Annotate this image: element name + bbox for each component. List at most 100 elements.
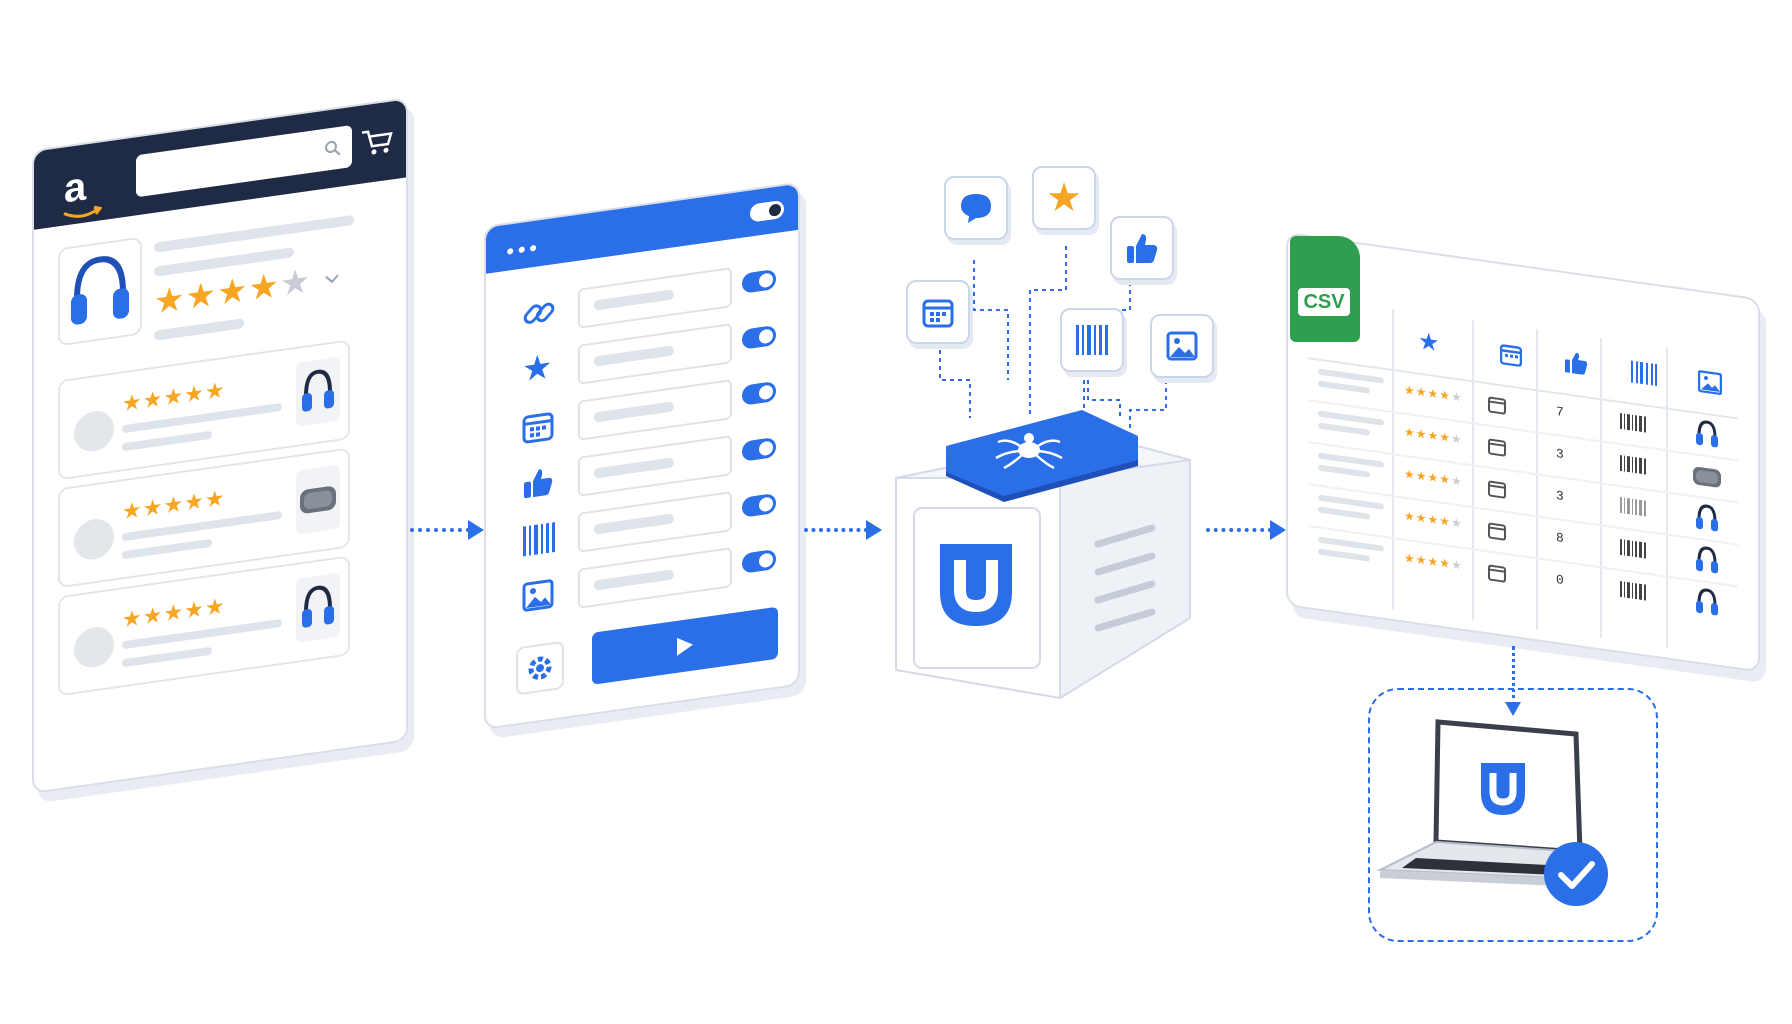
chat-tile — [944, 176, 1008, 240]
field-toggle[interactable] — [742, 268, 776, 294]
star-icon: ★ — [1418, 327, 1440, 358]
barcode-icon — [1620, 496, 1646, 517]
field-toggle[interactable] — [742, 492, 776, 518]
review-card[interactable]: ★★★★★ — [58, 339, 350, 481]
field-toggle[interactable] — [742, 324, 776, 350]
field-input[interactable] — [578, 379, 732, 441]
image-tile — [1150, 314, 1214, 378]
headphones-icon — [1696, 588, 1718, 616]
link-icon — [523, 302, 555, 324]
field-input[interactable] — [578, 267, 732, 329]
thumbs-up-icon — [1127, 234, 1158, 263]
table-row[interactable]: ★★★★★ 8 — [1308, 483, 1738, 588]
barcode-icon — [523, 522, 555, 557]
row-text-line — [1318, 464, 1370, 478]
review-card[interactable]: ★★★★★ — [58, 447, 350, 589]
barcode-icon — [1631, 360, 1657, 387]
chevron-down-icon[interactable] — [324, 273, 340, 285]
row-number: 3 — [1556, 487, 1564, 505]
review-rating-stars: ★★★★★ — [122, 376, 226, 417]
calendar-icon — [1488, 438, 1506, 457]
brand-logo: a — [64, 164, 87, 212]
spider-badge — [946, 410, 1138, 502]
speaker-icon — [300, 486, 336, 514]
row-text-line — [1318, 422, 1370, 436]
search-input[interactable] — [136, 125, 352, 198]
table-row[interactable]: ★★★★★ 3 — [1308, 399, 1738, 504]
review-thumbnail — [296, 572, 340, 643]
row-rating-stars: ★★★★★ — [1404, 424, 1463, 447]
settings-button[interactable] — [516, 640, 564, 696]
barcode-icon — [1620, 412, 1646, 433]
run-button[interactable] — [592, 606, 778, 685]
star-icon: ★ — [1046, 176, 1082, 220]
shield-u-icon — [940, 544, 1012, 626]
search-icon[interactable] — [324, 138, 342, 159]
calendar-icon — [1488, 396, 1506, 415]
image-icon — [1166, 331, 1198, 361]
avatar — [74, 624, 114, 671]
field-input[interactable] — [578, 323, 732, 385]
play-icon[interactable] — [675, 633, 695, 658]
calendar-icon — [922, 299, 954, 328]
calendar-icon — [1488, 522, 1506, 541]
field-input[interactable] — [578, 435, 732, 497]
chat-icon — [961, 194, 991, 223]
table-row[interactable]: ★★★★★ 7 — [1308, 357, 1738, 462]
cart-icon[interactable] — [360, 125, 394, 158]
laptop-icon — [1376, 719, 1607, 888]
selector-header: ●●● — [486, 183, 798, 274]
barcode-icon — [1620, 538, 1646, 559]
row-text-line — [1318, 506, 1370, 520]
headphones-icon — [1696, 504, 1718, 532]
barcode-icon — [1620, 580, 1646, 601]
headphones-icon — [1696, 546, 1718, 574]
speaker-icon — [1693, 466, 1721, 488]
barcode-icon — [1076, 325, 1108, 355]
image-icon — [522, 579, 554, 612]
table-row[interactable]: ★★★★★ 0 — [1308, 525, 1738, 627]
barcode-icon — [1620, 454, 1646, 475]
check-icon — [1544, 842, 1608, 906]
headphones-icon — [1696, 420, 1718, 448]
field-toggle[interactable] — [742, 380, 776, 406]
field-input[interactable] — [578, 491, 732, 553]
field-input[interactable] — [578, 547, 732, 609]
flow-arrow — [1206, 520, 1286, 540]
product-page-panel: a ★★★★★ ★★★★★ — [32, 97, 408, 795]
avatar — [74, 408, 114, 455]
review-text-line — [122, 538, 212, 560]
product-image — [58, 236, 142, 347]
gear-icon[interactable] — [525, 651, 555, 685]
flow-arrow — [804, 520, 882, 540]
headphones-icon — [302, 585, 334, 628]
star-icon: ★ — [522, 347, 553, 390]
review-thumbnail — [296, 356, 340, 427]
row-number: 0 — [1556, 571, 1564, 589]
thumbs-up-tile — [1110, 216, 1174, 280]
star-tile: ★ — [1032, 166, 1096, 230]
table-header-row: ★ — [1308, 297, 1738, 420]
review-rating-stars: ★★★★★ — [122, 484, 226, 525]
thumbs-up-icon — [524, 469, 553, 499]
headphones-icon — [71, 256, 129, 325]
row-rating-stars: ★★★★★ — [1404, 466, 1463, 489]
row-rating-stars: ★★★★★ — [1404, 382, 1463, 405]
field-toggle[interactable] — [742, 436, 776, 462]
calendar-icon — [522, 412, 554, 444]
field-selector-panel: ●●● ★ — [484, 181, 800, 730]
header-toggle[interactable] — [750, 199, 784, 223]
csv-file-icon: CSV — [1290, 236, 1360, 342]
row-rating-stars: ★★★★★ — [1404, 550, 1463, 573]
calendar-icon — [1500, 344, 1522, 367]
shield-u-icon — [1481, 763, 1525, 815]
row-number: 3 — [1556, 445, 1564, 463]
review-card[interactable]: ★★★★★ — [58, 555, 350, 697]
brand-smile-icon — [63, 205, 102, 218]
review-thumbnail — [296, 464, 340, 535]
row-number: 8 — [1556, 529, 1564, 547]
table-row[interactable]: ★★★★★ 3 — [1308, 441, 1738, 546]
barcode-tile — [1060, 308, 1124, 372]
product-price-line — [154, 318, 244, 341]
field-toggle[interactable] — [742, 548, 776, 574]
